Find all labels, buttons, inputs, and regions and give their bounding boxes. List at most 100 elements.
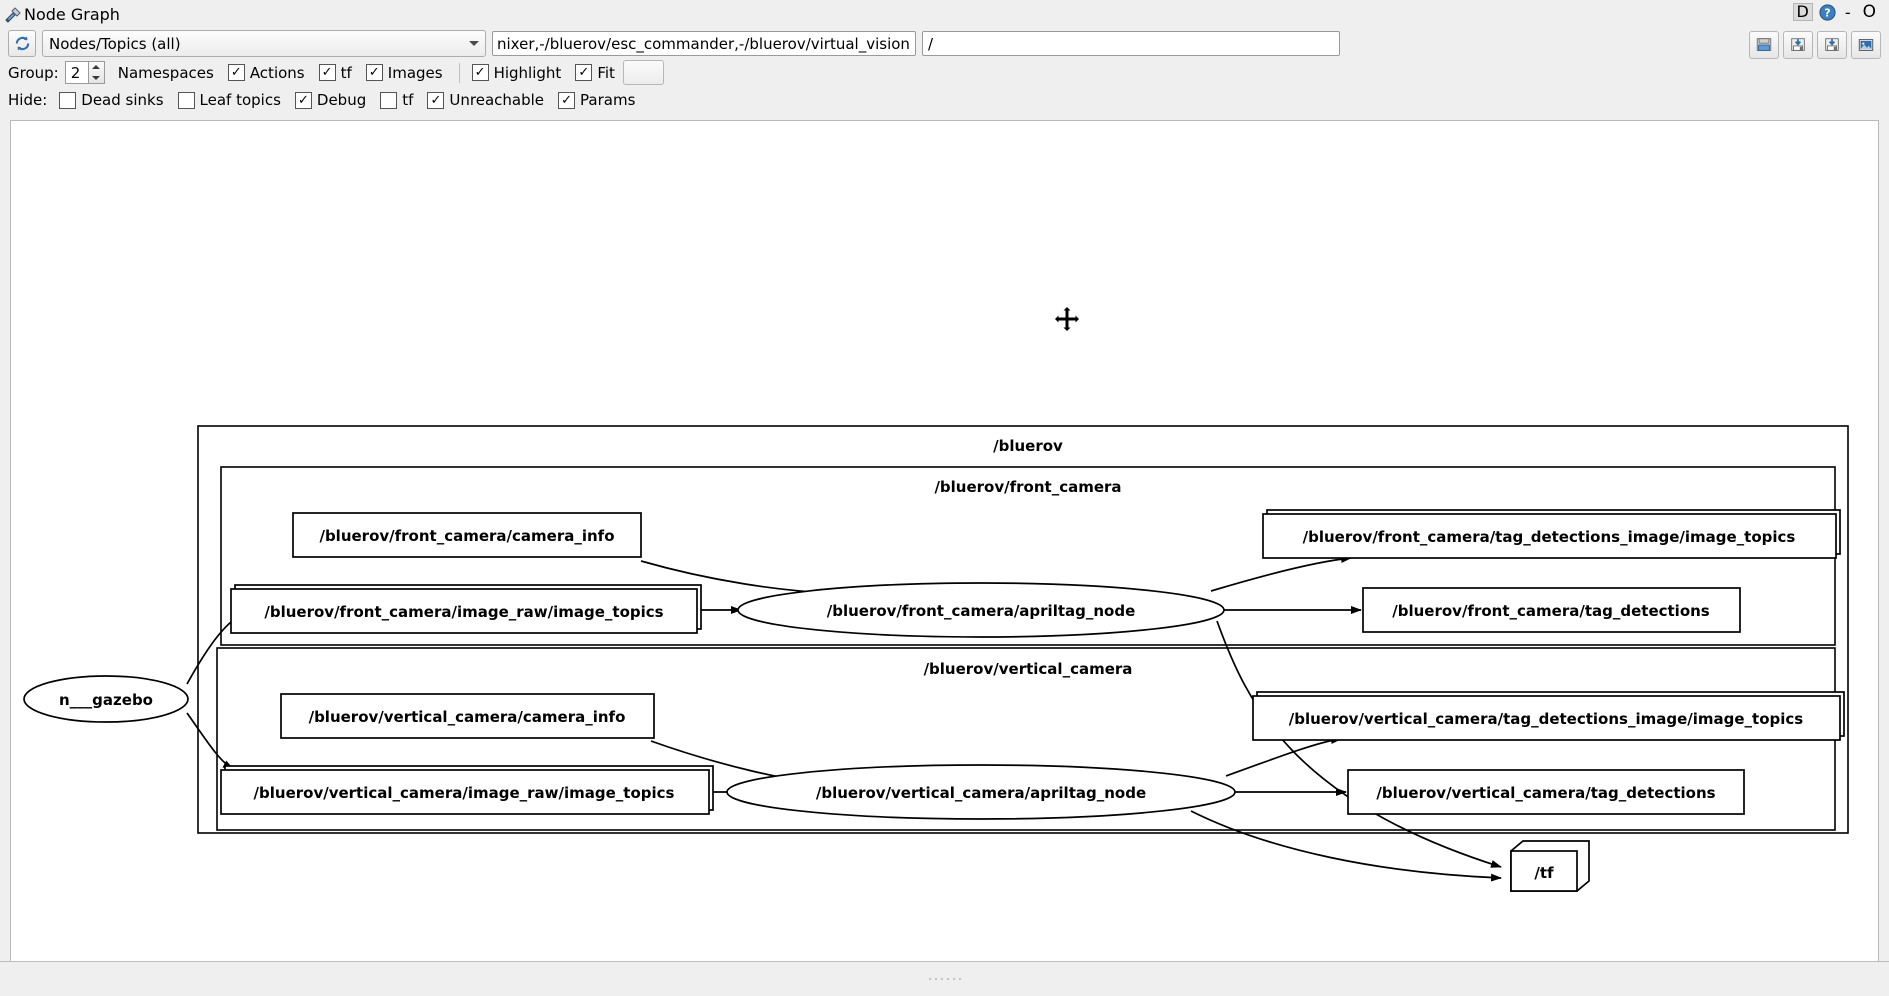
topic-vertical-camera-info[interactable]: /bluerov/vertical_camera/camera_info	[280, 693, 655, 739]
topic-front-camera-info-label: /bluerov/front_camera/camera_info	[319, 527, 614, 545]
checkbox-hide-unreachable-box[interactable]: ✓	[427, 91, 445, 109]
save-down-icon	[1791, 38, 1805, 51]
refresh-icon	[15, 36, 29, 51]
checkbox-hide-debug[interactable]: ✓ Debug	[294, 91, 367, 109]
topic-vertical-tag-detections-image-label: /bluerov/vertical_camera/tag_detections_…	[1289, 710, 1804, 728]
toolbar-row-options: Group: 2 Namespaces ✓ Actions ✓ tf ✓ Ima…	[0, 59, 1889, 86]
topic-vertical-image-raw[interactable]: /bluerov/vertical_camera/image_raw/image…	[220, 765, 714, 815]
close-button[interactable]: O	[1862, 2, 1876, 22]
checkbox-fit-label: Fit	[597, 63, 615, 82]
node-front-apriltag-label: /bluerov/front_camera/apriltag_node	[827, 602, 1136, 620]
folder-save-icon	[1756, 38, 1772, 51]
checkbox-hide-leaf-topics[interactable]: ✓ Leaf topics	[177, 91, 281, 109]
topic-front-image-raw[interactable]: /bluerov/front_camera/image_raw/image_to…	[230, 584, 702, 634]
group-depth-value: 2	[70, 63, 81, 82]
checkbox-hide-unreachable[interactable]: ✓ Unreachable	[427, 91, 544, 109]
checkbox-hide-dead-sinks-box[interactable]: ✓	[59, 91, 77, 109]
window-title: Node Graph	[24, 5, 120, 24]
topic-vertical-tag-detections-image[interactable]: /bluerov/vertical_camera/tag_detections_…	[1252, 691, 1845, 741]
topic-vertical-tag-detections-label: /bluerov/vertical_camera/tag_detections	[1376, 784, 1715, 802]
topic-vertical-tag-detections[interactable]: /bluerov/vertical_camera/tag_detections	[1347, 769, 1745, 815]
fit-action-button[interactable]	[622, 60, 664, 85]
checkbox-hide-debug-box[interactable]: ✓	[294, 91, 312, 109]
checkbox-namespaces-label: Namespaces	[117, 63, 214, 82]
cluster-front-camera-label: /bluerov/front_camera	[934, 478, 1121, 496]
toolbar-right-buttons	[1749, 31, 1881, 59]
topic-tf[interactable]: /tf	[1510, 840, 1590, 892]
topic-tf-label: /tf	[1534, 864, 1554, 882]
checkbox-hide-debug-label: Debug	[316, 91, 367, 109]
checkbox-hide-params-box[interactable]: ✓	[558, 91, 576, 109]
checkbox-tf-label: tf	[340, 63, 352, 82]
topic-vertical-image-raw-label: /bluerov/vertical_camera/image_raw/image…	[254, 784, 675, 802]
checkbox-highlight-box[interactable]: ✓	[471, 64, 489, 81]
checkbox-highlight-label: Highlight	[493, 63, 562, 82]
bottom-splitter-handle[interactable]	[0, 961, 1889, 996]
node-graph-svg[interactable]: /bluerov /bluerov/front_camera /bluerov/…	[11, 121, 1878, 975]
help-circle-icon[interactable]: ?	[1819, 3, 1836, 21]
checkbox-hide-dead-sinks[interactable]: ✓ Dead sinks	[59, 91, 164, 109]
cluster-bluerov[interactable]: /bluerov	[197, 425, 1849, 834]
hide-label: Hide:	[8, 91, 48, 109]
checkbox-hide-params-label: Params	[580, 91, 636, 109]
topic-vertical-camera-info-label: /bluerov/vertical_camera/camera_info	[309, 708, 626, 726]
stepper-arrows[interactable]	[87, 62, 104, 84]
save-as-svg-button[interactable]	[1783, 31, 1813, 59]
node-graph-canvas[interactable]: /bluerov /bluerov/front_camera /bluerov/…	[10, 120, 1879, 976]
checkbox-namespaces[interactable]: Namespaces	[118, 64, 214, 82]
checkbox-hide-params[interactable]: ✓ Params	[558, 91, 635, 109]
checkbox-tf-box[interactable]: ✓	[318, 64, 336, 81]
checkbox-images-box[interactable]: ✓	[365, 64, 383, 81]
checkbox-actions[interactable]: ✓ Actions	[227, 63, 305, 82]
checkbox-hide-leaf-topics-label: Leaf topics	[199, 91, 281, 109]
cluster-vertical-camera-label: /bluerov/vertical_camera	[924, 660, 1133, 678]
save-dot-file-button[interactable]	[1749, 31, 1779, 59]
stepper-down-icon[interactable]	[89, 73, 104, 84]
topic-front-image-raw-label: /bluerov/front_camera/image_raw/image_to…	[264, 603, 663, 621]
chevron-down-icon	[469, 41, 479, 46]
toolbar-separator	[458, 62, 460, 83]
checkbox-images[interactable]: ✓ Images	[365, 64, 443, 82]
node-gazebo-label: n___gazebo	[59, 691, 153, 709]
picture-icon	[1858, 39, 1874, 51]
checkbox-fit[interactable]: ✓ Fit	[575, 64, 615, 82]
checkbox-actions-label: Actions	[249, 63, 305, 82]
group-depth-stepper[interactable]: 2	[64, 61, 105, 84]
topic-front-tag-detections-image[interactable]: /bluerov/front_camera/tag_detections_ima…	[1262, 509, 1841, 559]
refresh-button[interactable]	[8, 30, 36, 57]
checkbox-hide-leaf-topics-box[interactable]: ✓	[177, 91, 195, 109]
topic-front-camera-info[interactable]: /bluerov/front_camera/camera_info	[292, 512, 642, 558]
node-gazebo[interactable]: n___gazebo	[23, 675, 189, 723]
checkbox-hide-tf[interactable]: ✓ tf	[380, 91, 413, 109]
node-front-apriltag[interactable]: /bluerov/front_camera/apriltag_node	[737, 582, 1225, 638]
stepper-up-icon[interactable]	[89, 62, 104, 73]
graph-mode-select[interactable]: Nodes/Topics (all)	[42, 30, 486, 57]
dock-button[interactable]: D	[1792, 3, 1813, 21]
checkbox-hide-tf-box[interactable]: ✓	[380, 91, 398, 109]
image-snapshot-button[interactable]	[1851, 31, 1881, 59]
topic-front-tag-detections[interactable]: /bluerov/front_camera/tag_detections	[1362, 587, 1741, 633]
node-vertical-apriltag[interactable]: /bluerov/vertical_camera/apriltag_node	[726, 764, 1236, 820]
save-as-image-button[interactable]	[1817, 31, 1847, 59]
save-down-alt-icon	[1825, 38, 1839, 51]
toolbar-row-hide: Hide: ✓ Dead sinks ✓ Leaf topics ✓ Debug…	[0, 86, 1889, 114]
topic-front-tag-detections-label: /bluerov/front_camera/tag_detections	[1392, 602, 1710, 620]
window-titlebar: Node Graph D ? - O	[0, 0, 1889, 28]
cluster-bluerov-label: /bluerov	[993, 437, 1063, 455]
node-vertical-apriltag-label: /bluerov/vertical_camera/apriltag_node	[816, 784, 1146, 802]
move-cross-cursor	[1055, 307, 1079, 331]
graph-mode-value: Nodes/Topics (all)	[49, 34, 181, 53]
checkbox-hide-tf-label: tf	[402, 91, 414, 109]
minimize-button[interactable]: -	[1844, 2, 1851, 22]
node-filter-input[interactable]	[492, 31, 916, 56]
topic-filter-input[interactable]	[922, 31, 1340, 56]
checkbox-tf[interactable]: ✓ tf	[318, 63, 352, 82]
checkbox-hide-unreachable-label: Unreachable	[449, 91, 545, 109]
checkbox-fit-box[interactable]: ✓	[575, 64, 593, 81]
toolbar-row-primary: Nodes/Topics (all)	[0, 28, 1889, 59]
wrench-screwdriver-icon	[4, 6, 22, 24]
checkbox-highlight[interactable]: ✓ Highlight	[471, 63, 562, 82]
checkbox-hide-dead-sinks-label: Dead sinks	[81, 91, 164, 109]
group-label: Group:	[8, 63, 59, 82]
checkbox-actions-box[interactable]: ✓	[227, 64, 245, 81]
